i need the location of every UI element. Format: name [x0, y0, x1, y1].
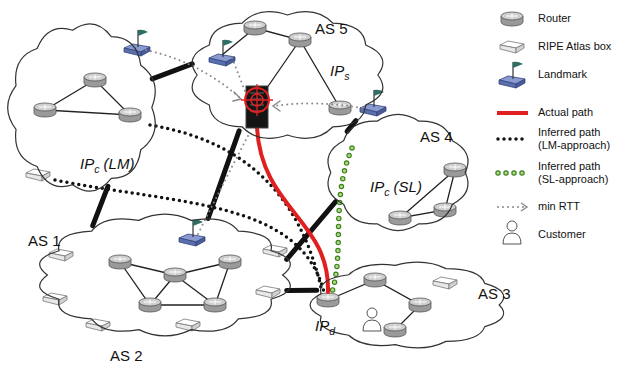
legend-samples: [497, 12, 528, 244]
label-part: (SL): [389, 178, 422, 195]
min-rtt-lines: [146, 50, 362, 234]
legend-item: RIPE Atlas box: [538, 40, 622, 53]
label-slot: AS 3: [478, 285, 511, 302]
label-part: IP: [330, 62, 344, 79]
legend-label: min RTT: [538, 200, 622, 213]
as-cloud: AS 3 IPd: [300, 255, 517, 355]
label-subscript: s: [344, 70, 349, 82]
as-name: AS 1: [28, 232, 61, 249]
atlas-boxes: [26, 169, 457, 331]
cloud-outline: [300, 255, 517, 355]
server-target: [241, 84, 273, 128]
cloud-outline: [25, 205, 305, 345]
label-slot: AS 5: [315, 20, 348, 37]
routers: [34, 21, 466, 337]
label-part: IP: [315, 317, 329, 334]
ip-label: IPc (SL): [370, 178, 422, 195]
legend-item: Inferred path (LM-approach): [538, 126, 622, 152]
label-subscript: c: [384, 186, 389, 198]
as-link: [287, 288, 317, 293]
label-slot: AS 2: [110, 347, 143, 364]
legend-item: Landmark: [538, 68, 622, 81]
as-name: AS 3: [478, 285, 511, 302]
label-subscript: c: [94, 163, 99, 175]
ip-label: IPd: [315, 317, 335, 334]
as-cloud: AS 2: [25, 205, 305, 345]
as-cloud: AS 1IPc (LM): [0, 10, 165, 205]
legend-label: Actual path: [538, 106, 622, 119]
ip-label: IPc (LM): [80, 155, 134, 172]
legend-label: Customer: [538, 228, 622, 241]
legend-label: Inferred path (SL-approach): [538, 160, 622, 186]
legend-label: Inferred path (LM-approach): [538, 126, 622, 152]
intra-links: [45, 28, 455, 330]
ip-label: IPs: [330, 62, 349, 79]
label-slot: AS 1: [28, 232, 61, 249]
label-subscript: d: [329, 325, 335, 337]
legend-label: RIPE Atlas box: [538, 40, 622, 53]
label-slot: IPd: [315, 317, 335, 334]
cloud-outline: [0, 10, 165, 205]
as-link: [152, 64, 192, 79]
legend-item: Router: [538, 12, 622, 25]
label-part: IP: [370, 178, 384, 195]
label-slot: IPs: [330, 62, 349, 79]
customer-icon: [363, 308, 381, 331]
as-name: AS 5: [315, 20, 348, 37]
label-part: IP: [80, 155, 94, 172]
cloud-outline: [318, 105, 478, 240]
label-slot: AS 4: [420, 128, 453, 145]
label-slot: IPc (SL): [370, 178, 422, 195]
legend-label: Router: [538, 12, 622, 25]
legend-item: Inferred path (SL-approach): [538, 160, 622, 186]
label-slot: IPc (LM): [80, 155, 134, 172]
label-part: (LM): [99, 155, 134, 172]
legend-item: Customer: [538, 228, 622, 241]
as-name: AS 2: [110, 347, 143, 364]
paths: [55, 125, 352, 292]
cloud-outline: [180, 0, 395, 150]
as-cloud: AS 4 IPc (SL): [318, 105, 478, 240]
legend-item: min RTT: [538, 200, 622, 213]
as-cloud: AS 5 IPs: [180, 0, 395, 150]
legend-item: Actual path: [538, 106, 622, 119]
legend-label: Landmark: [538, 68, 622, 81]
as-link: [93, 186, 108, 225]
as-name: AS 4: [420, 128, 453, 145]
